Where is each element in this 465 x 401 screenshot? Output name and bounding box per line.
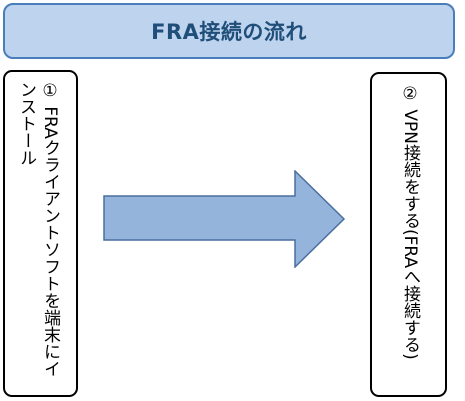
step-1-box: ① FRAクライアントソフトを端末にインストール bbox=[3, 70, 78, 397]
step-2-label: ② VPN接続をする(FRAへ接続する) bbox=[400, 84, 420, 360]
arrow-shape bbox=[103, 170, 346, 268]
right-arrow-icon bbox=[103, 170, 346, 268]
step-2-box: ② VPN接続をする(FRAへ接続する) bbox=[370, 72, 447, 397]
step-1-label: ① FRAクライアントソフトを端末にインストール bbox=[16, 81, 60, 377]
page-title: FRA接続の流れ bbox=[151, 20, 307, 44]
title-banner: FRA接続の流れ bbox=[3, 3, 455, 59]
